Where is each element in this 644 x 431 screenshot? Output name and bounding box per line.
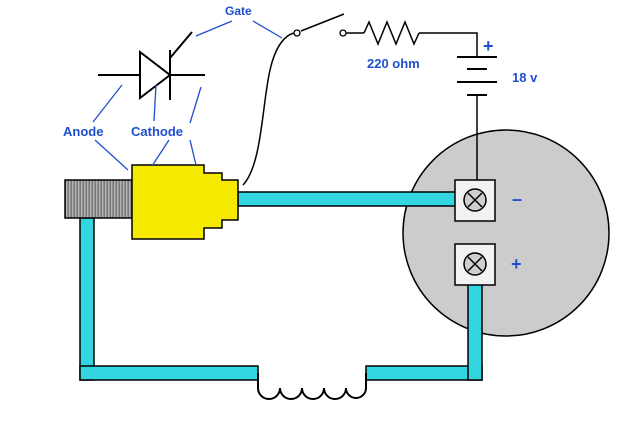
anode-label: Anode xyxy=(63,124,103,139)
battery-symbol xyxy=(457,56,497,96)
cathode-label: Cathode xyxy=(131,124,183,139)
scr-threaded-stud xyxy=(64,179,136,219)
battery-plus-sign: + xyxy=(483,36,494,56)
terminal-plus-sign: + xyxy=(511,254,522,274)
terminal-minus xyxy=(454,179,496,222)
scr-symbol xyxy=(98,31,205,101)
gate-wire xyxy=(242,32,295,186)
resistor-to-battery-wire xyxy=(419,32,478,57)
resistor xyxy=(363,20,420,46)
switch-contact-right xyxy=(339,29,347,37)
device-disc xyxy=(402,129,610,337)
switch-blade xyxy=(300,13,345,32)
inductor-coil xyxy=(257,373,367,400)
battery-voltage-label: 18 v xyxy=(512,70,538,85)
main-wire-loop xyxy=(79,191,483,381)
scr-body xyxy=(131,164,239,240)
terminal-plus xyxy=(454,243,496,286)
gate-label: Gate xyxy=(225,4,252,18)
pointer-lines xyxy=(92,20,283,171)
resistor-label: 220 ohm xyxy=(367,56,420,71)
terminal-minus-sign: – xyxy=(512,189,522,209)
switch-contact-left xyxy=(293,29,301,37)
